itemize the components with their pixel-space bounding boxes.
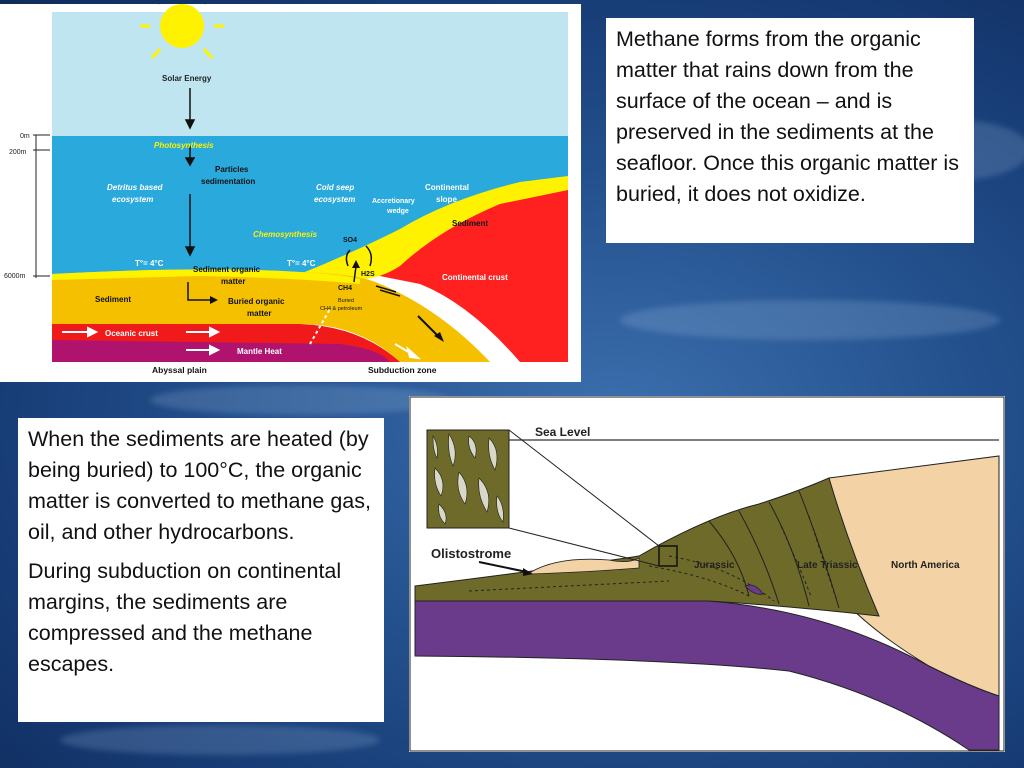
cold-seep-ecosystem-label: ecosystem	[314, 195, 355, 204]
depth-label-6000: 6000m	[4, 273, 26, 280]
detritus-ecosystem-label: ecosystem	[112, 195, 153, 204]
sediment-heating-text-box: When the sediments are heated (by being …	[18, 418, 384, 722]
temp-left-label: T°= 4°C	[135, 259, 164, 268]
olistostrome-arrow-icon	[478, 561, 528, 573]
cold-seep-label: Cold seep	[316, 183, 354, 192]
accretionary-label: Accretionary	[372, 198, 415, 205]
late-triassic-label: Late Triassic	[797, 560, 858, 571]
buried-organic-label: Buried organic	[228, 297, 285, 306]
chemosynthesis-label: Chemosynthesis	[253, 230, 318, 239]
olistostrome-arrow-head	[523, 568, 533, 576]
olistostrome-label: Olistostrome	[431, 546, 511, 561]
flow-arrow-icon	[62, 245, 444, 360]
oceanic-crust-label: Oceanic crust	[105, 329, 158, 338]
sediment-heating-text: When the sediments are heated (by being …	[28, 427, 371, 544]
inset-connector-line	[508, 429, 660, 547]
continental-crust-label: Continental crust	[442, 273, 508, 282]
so4-label: SO4	[343, 237, 357, 244]
methane-formation-svg: Solar Energy 0m 200m 6000m Photosynthesi…	[4, 0, 568, 375]
sediment-right-label: Sediment	[452, 219, 488, 228]
sediment-layer	[52, 269, 490, 362]
sedimentation-label: sedimentation	[201, 177, 255, 186]
solar-energy-label: Solar Energy	[162, 74, 212, 83]
buried-ch4-label: CH4 & petroleum	[320, 306, 363, 312]
north-america-region	[828, 455, 1000, 697]
subduction-cross-section-svg: Sea Level Olis	[409, 396, 1005, 752]
methane-formation-diagram: Solar Energy 0m 200m 6000m Photosynthesi…	[0, 0, 581, 382]
subduction-cross-section-diagram: Sea Level Olis	[409, 396, 1005, 752]
background-streak	[620, 300, 1000, 340]
abyssal-plain-label: Abyssal plain	[152, 365, 207, 375]
buried-label: Buried	[338, 298, 354, 304]
sediment-organic-matter-label: matter	[221, 277, 245, 286]
slope-label: slope	[436, 195, 457, 204]
sky-region	[52, 12, 568, 136]
mantle-layer	[52, 340, 390, 362]
photosynthesis-label: Photosynthesis	[154, 141, 214, 150]
subduction-zone-label: Subduction zone	[368, 365, 437, 375]
depth-label-0: 0m	[20, 133, 30, 140]
depth-label-200: 200m	[9, 149, 27, 156]
background-streak	[150, 385, 450, 415]
slope-sediment-region	[300, 176, 568, 279]
ch4-label: CH4	[338, 285, 352, 292]
buried-organic-matter-label: matter	[247, 309, 271, 318]
background-streak	[60, 725, 380, 755]
olistostrome-deposit	[530, 557, 640, 575]
depth-scale	[33, 134, 50, 278]
particles-label: Particles	[215, 165, 249, 174]
energy-arrow-icon	[184, 88, 196, 257]
sea-level-label: Sea Level	[535, 425, 590, 439]
wedge-label: wedge	[386, 208, 409, 215]
oceanic-crust-purple	[414, 600, 1000, 751]
sediment-top-line	[52, 269, 360, 284]
continental-slope-label: Continental	[425, 183, 469, 192]
temp-right-label: T°= 4°C	[287, 259, 316, 268]
purple-lens	[744, 584, 764, 595]
methane-formation-text-box: Methane forms from the organic matter th…	[606, 18, 974, 243]
north-america-label: North America	[891, 560, 960, 571]
subduction-text: During subduction on continental margins…	[28, 559, 342, 676]
inset-connector-line	[508, 527, 660, 567]
sediment-left-label: Sediment	[95, 295, 131, 304]
olistostrome-inset	[426, 429, 510, 529]
jurassic-label: Jurassic	[694, 560, 735, 571]
continental-crust-region	[360, 184, 568, 362]
h2s-label: H2S	[361, 271, 375, 278]
methane-formation-text: Methane forms from the organic matter th…	[616, 27, 959, 206]
sediment-organic-label: Sediment organic	[193, 265, 261, 274]
fold-lines	[468, 490, 840, 609]
detritus-label: Detritus based	[107, 183, 164, 192]
mantle-heat-label: Mantle Heat	[237, 347, 282, 356]
inset-marker-box	[658, 545, 678, 567]
